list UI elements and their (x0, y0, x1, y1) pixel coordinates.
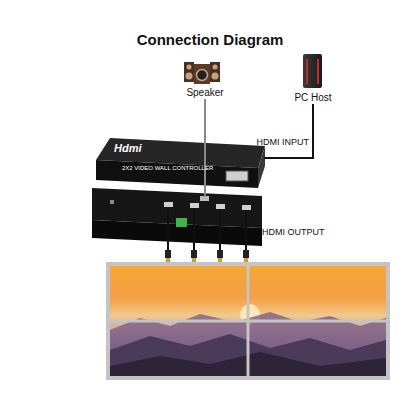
hdmi-plug (191, 250, 197, 258)
pc-label-box: PC Host (288, 91, 338, 104)
hdmi-cable (193, 208, 195, 252)
pc-light-strip (317, 59, 319, 84)
port-label: HDMI OUTPUT (262, 228, 325, 238)
cable-label: HDMI INPUT (257, 138, 310, 148)
device-side-face (258, 146, 265, 188)
hdmi-cable (219, 209, 221, 252)
hdmi-cable (245, 210, 247, 252)
subwoofer-cabinet (194, 64, 210, 84)
diagram-title: Connection Diagram (0, 31, 420, 48)
device-label: Speaker (180, 87, 230, 98)
controller-device (92, 138, 265, 246)
speaker-cone (187, 65, 192, 70)
speaker-cone (213, 65, 218, 70)
speaker-icon (184, 62, 220, 84)
speaker-cabinet (184, 62, 194, 82)
hdmi-plug-tip (192, 258, 196, 262)
speaker-cone (186, 73, 193, 80)
subwoofer-cone (197, 70, 208, 81)
hdmi-output-cables (168, 207, 246, 252)
cable-connector (264, 104, 313, 158)
hdmi-port (190, 203, 199, 208)
hdmi-plugs (165, 250, 249, 262)
hdmi-port (164, 202, 173, 207)
speaker-cone (212, 73, 219, 80)
hdmi-port (216, 204, 225, 209)
screen-bezel (108, 320, 388, 323)
hdmi-plug (217, 250, 223, 258)
speaker-cabinet (210, 62, 220, 82)
pc-case (303, 54, 322, 88)
hdmi-plug (243, 250, 249, 258)
wall-frame (108, 264, 388, 378)
pc-light-strip (306, 59, 308, 84)
brand-logo: Hdmi (114, 142, 154, 154)
hdmi-port (242, 205, 251, 210)
dvi-port (226, 171, 248, 181)
status-led (110, 200, 114, 204)
speaker-label-box: Speaker (180, 86, 230, 99)
hdmi-cable (167, 207, 169, 252)
device-front-face (96, 160, 258, 188)
hdmi-plug-tip (244, 258, 248, 262)
hdmi-plug-tip (166, 258, 170, 262)
hdmi-plug-tip (218, 258, 222, 262)
controller-box: Hdmi 2X2 VIDEO WALL CONTROLLER (96, 140, 264, 246)
terminal-block (176, 218, 187, 227)
device-model-text: 2X2 VIDEO WALL CONTROLLER (122, 165, 242, 172)
video-wall (108, 264, 388, 378)
cable-connector (204, 99, 206, 140)
device-label: PC Host (288, 92, 338, 103)
hdmi-plug (165, 250, 171, 258)
pc-tower-icon (303, 54, 322, 88)
